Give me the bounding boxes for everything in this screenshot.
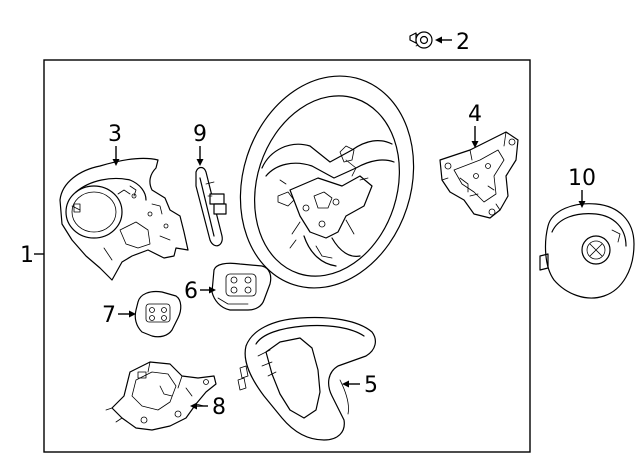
callout-10: 10 [568,166,596,191]
part-10-airbag-module [539,203,635,299]
callout-3: 3 [108,122,122,147]
callout-8: 8 [212,395,226,420]
assembly-frame [43,59,531,453]
part-7-control-switch [134,290,182,338]
part-8-lower-bracket [105,361,217,431]
callout-6: 6 [184,279,198,304]
part-3-steering-column-cover [59,157,189,281]
callout-5: 5 [364,373,378,398]
callout-1: 1 [20,243,34,268]
callout-2: 2 [456,30,470,55]
steering-wheel [239,75,415,289]
callout-7: 7 [102,303,116,328]
part-6-control-switch [211,262,272,311]
part-2-screw [409,31,433,49]
part-4-bracket [439,131,519,219]
part-5-lower-trim-cover [237,316,376,441]
callout-4: 4 [468,102,482,127]
part-9-paddle-switch [195,166,227,247]
callout-9: 9 [193,122,207,147]
